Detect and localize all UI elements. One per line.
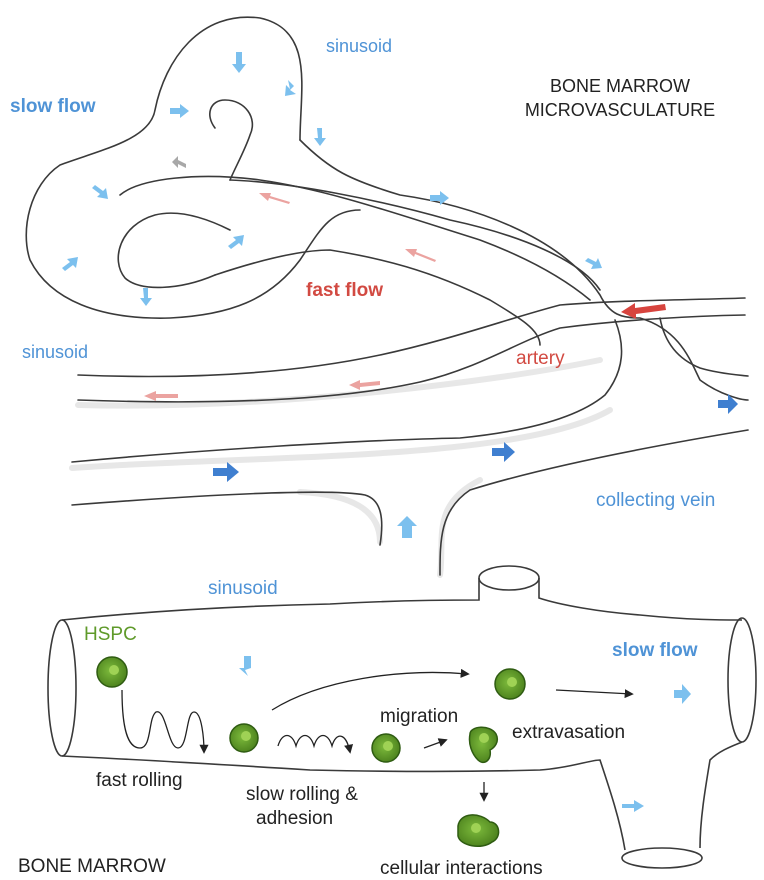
flow-arrow-fast (259, 193, 290, 204)
sinusoid-right-opening (728, 618, 756, 742)
flow-arrow-sinusoid (622, 800, 644, 812)
label-migration: migration (380, 706, 458, 727)
label-artery: artery (516, 348, 565, 369)
sinusoid-inner-crossing (230, 180, 600, 290)
flow-arrow-fast (144, 391, 178, 401)
sinusoid-loop-outline (26, 17, 360, 318)
sinusoid-top-branch-opening (479, 566, 539, 590)
sinusoid-bottom-branch-opening (622, 848, 702, 868)
label-bone-marrow: BONE MARROW (18, 856, 166, 877)
flow-arrow-fast (349, 380, 380, 390)
slow-rolling-path (278, 736, 350, 753)
sinusoid-inner-loop (118, 213, 230, 287)
label-slow-flow-bottom: slow flow (612, 640, 698, 661)
vessel-shadows (72, 360, 610, 575)
sinusoid-lower-right-wall (700, 742, 742, 848)
sinusoid-inner-upper (210, 100, 253, 180)
flow-arrow-slow (285, 80, 296, 96)
label-adhesion: adhesion (256, 808, 333, 829)
flow-arrow-slow (62, 257, 78, 271)
label-fast-flow: fast flow (306, 280, 383, 301)
flow-arrow-slow (92, 185, 108, 199)
label-sinusoid-top: sinusoid (326, 36, 392, 56)
flow-arrow-gray (172, 156, 186, 168)
title-line1: BONE MARROW (550, 76, 690, 96)
extravasation-arrow (556, 690, 632, 694)
label-collecting-vein: collecting vein (596, 490, 715, 511)
flow-arrow-sinusoid (674, 684, 691, 704)
sinusoid-left-opening (48, 620, 76, 756)
vein-right-upper (660, 318, 748, 376)
flow-arrow-slow (314, 128, 326, 146)
label-sinusoid-left: sinusoid (22, 342, 88, 362)
flow-trajectory-arrow (272, 673, 468, 711)
flow-arrow-slow (585, 258, 602, 269)
flow-arrow-slow (140, 288, 152, 306)
hspc-cell-migrating (469, 727, 497, 762)
label-extravasation: extravasation (512, 722, 625, 743)
vein-lower-wall (72, 492, 382, 545)
hspc-cell (97, 657, 127, 687)
flow-arrow-fast (405, 249, 436, 262)
fast-rolling-path (122, 690, 204, 752)
label-slow-rolling: slow rolling & (246, 784, 358, 805)
title-line2: MICROVASCULATURE (525, 100, 715, 120)
hspc-cell (372, 734, 400, 762)
label-fast-rolling: fast rolling (96, 770, 183, 791)
hspc-cell (495, 669, 525, 699)
flow-arrow-slow (228, 235, 244, 249)
flow-arrow-vein (492, 442, 515, 462)
hspc-cell (230, 724, 258, 752)
label-cellular-interactions: cellular interactions (380, 858, 543, 879)
flow-arrow-slow (232, 52, 246, 73)
label-hspc: HSPC (84, 624, 137, 645)
flow-arrow-slow (170, 104, 189, 118)
flow-arrow-sinusoid (239, 656, 251, 676)
flow-arrow-vein (213, 462, 239, 482)
label-slow-flow-top: slow flow (10, 96, 96, 117)
flow-arrow-vein-up (397, 516, 417, 538)
migration-arrow (424, 740, 446, 748)
sinusoid-upper-wall (62, 578, 742, 620)
label-sinusoid-bottom: sinusoid (208, 578, 278, 599)
hspc-cell-interacting (458, 815, 499, 846)
